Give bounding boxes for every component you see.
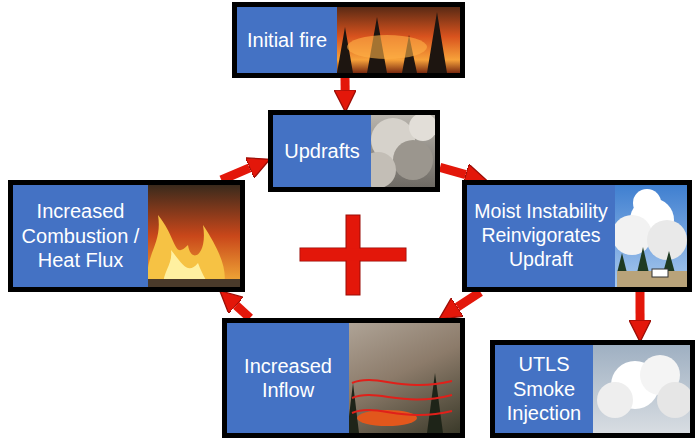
box-label: Updrafts (284, 139, 360, 163)
flow-arrow (236, 305, 250, 318)
flow-arrow (440, 167, 466, 174)
flow-arrow (457, 292, 480, 307)
box-label: UTLS Smoke Injection (502, 352, 586, 425)
pyrocumulus-photo (467, 185, 687, 287)
label-panel: Initial fire (237, 7, 337, 73)
process-box: Increased Inflow (222, 318, 465, 438)
process-box: UTLS Smoke Injection (490, 340, 695, 438)
flames-photo (13, 185, 240, 287)
box-label: Increased Inflow (234, 354, 342, 403)
label-panel: UTLS Smoke Injection (495, 345, 593, 433)
flow-arrow (341, 78, 350, 90)
process-box: Increased Combustion / Heat Flux (8, 180, 245, 292)
flow-arrow (636, 292, 645, 320)
process-box: Moist Instability Reinvigorates Updraft (462, 180, 692, 292)
process-box: Updrafts (268, 110, 440, 192)
fire-photo (237, 7, 460, 73)
label-panel: Moist Instability Reinvigorates Updraft (467, 185, 615, 287)
inflow-photo (227, 323, 460, 433)
box-label: Moist Instability Reinvigorates Updraft (474, 200, 608, 271)
label-panel: Updrafts (273, 115, 371, 187)
process-box: Initial fire (232, 2, 465, 78)
box-label: Initial fire (247, 28, 327, 52)
label-panel: Increased Inflow (227, 323, 349, 433)
box-label: Increased Combustion / Heat Flux (20, 199, 141, 272)
smoke-photo (273, 113, 437, 188)
plus-symbol (300, 215, 406, 295)
flow-arrow (221, 168, 249, 180)
label-panel: Increased Combustion / Heat Flux (13, 185, 148, 287)
cloud-photo (495, 345, 693, 433)
